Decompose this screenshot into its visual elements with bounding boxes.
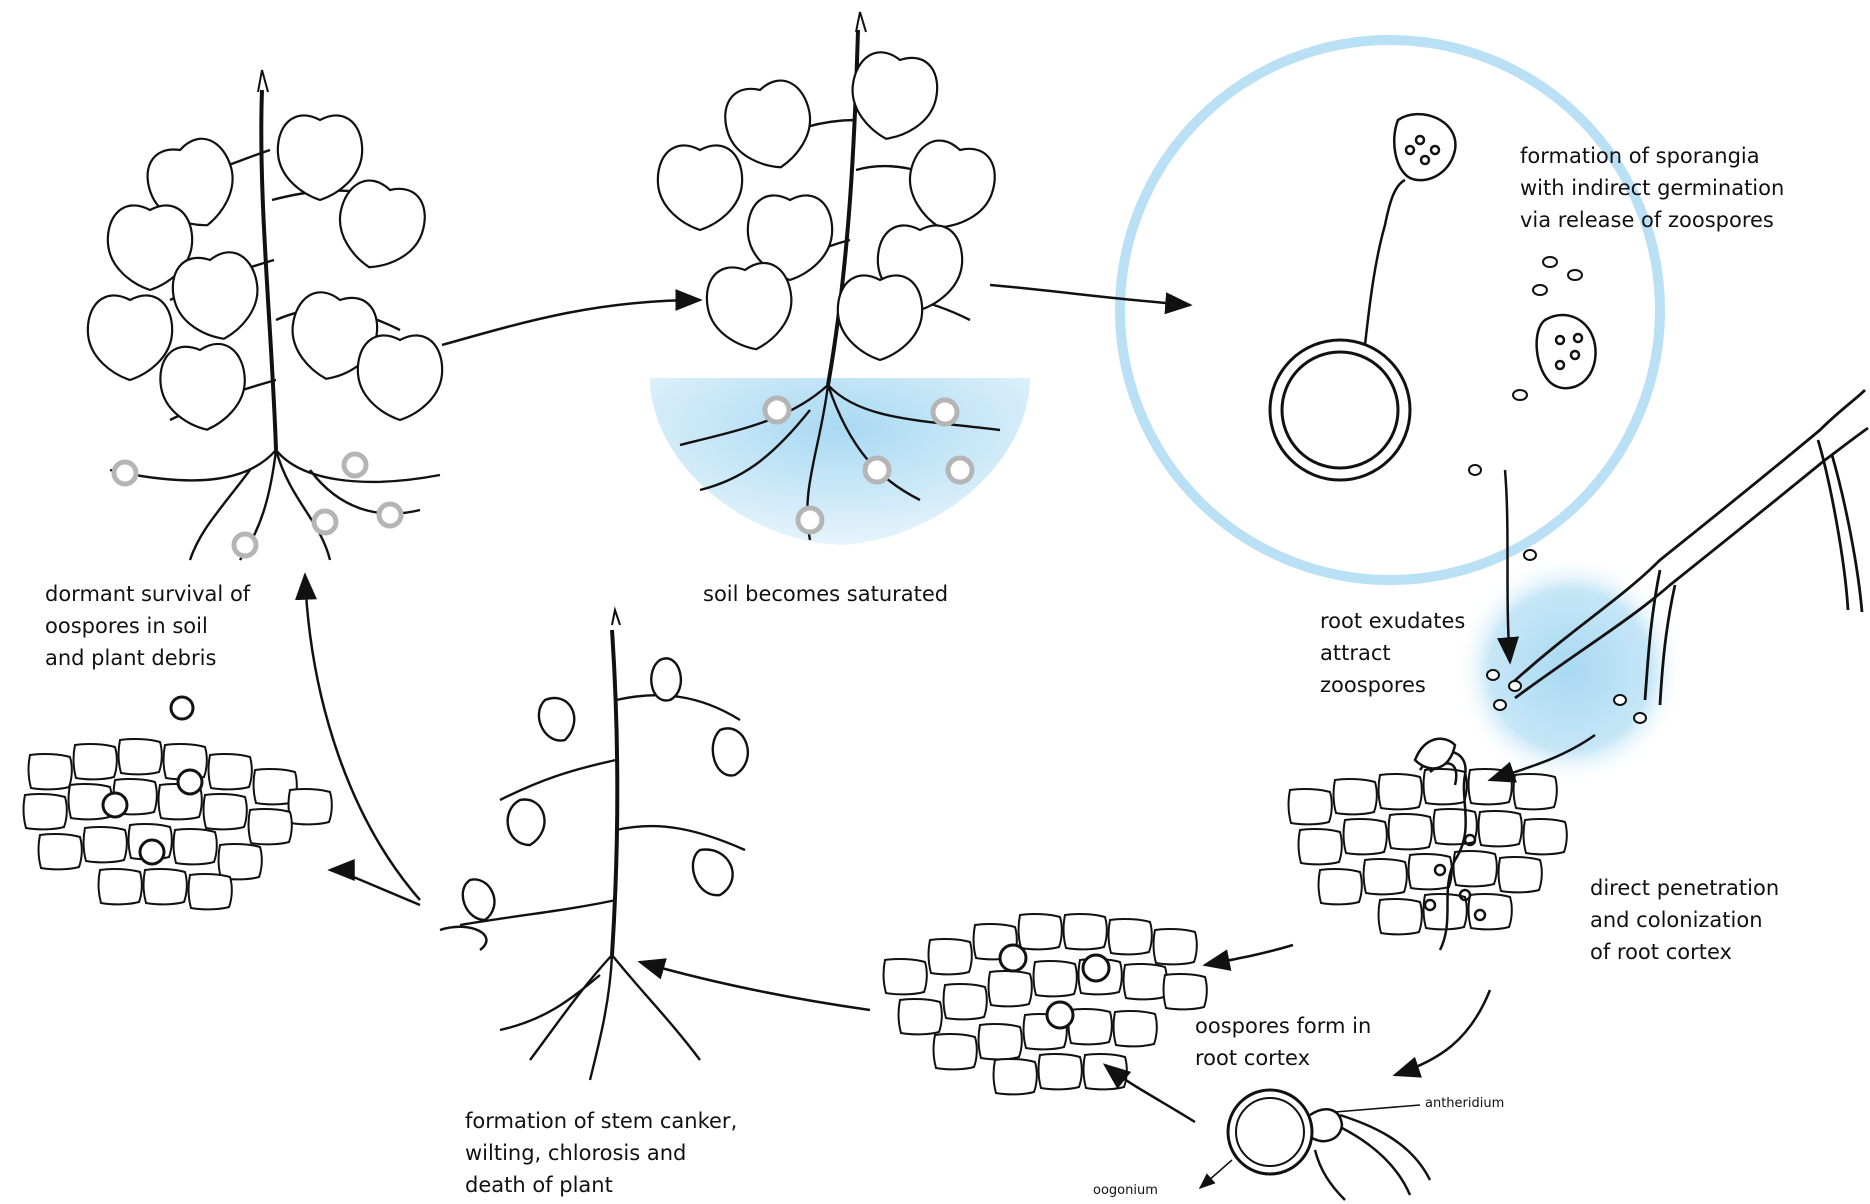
oogonium-antheridium-icon: [1200, 1090, 1430, 1200]
label-soil-saturated: soil becomes saturated: [703, 578, 948, 610]
label-sporangia-formation: formation of sporangia with indirect ger…: [1520, 140, 1784, 236]
label-antheridium: antheridium: [1425, 1096, 1504, 1112]
label-oogonium: oogonium: [1093, 1183, 1158, 1199]
label-direct-penetration: direct penetration and colonization of r…: [1590, 872, 1779, 968]
label-stem-canker: formation of stem canker, wilting, chlor…: [465, 1105, 737, 1201]
healthy-plant-icon: [88, 70, 442, 560]
sporangia-highlight-ring: [1120, 40, 1660, 580]
dormant-oospores-in-soil: [114, 454, 401, 556]
saturated-soil-area: [650, 378, 1030, 545]
cortex-with-oospores-icon: [884, 914, 1207, 1094]
soil-debris-icon: [24, 739, 332, 909]
label-dormant-survival: dormant survival of oospores in soil and…: [45, 578, 250, 674]
label-oospores-form: oospores form in root cortex: [1195, 1010, 1371, 1074]
wilted-plant-icon: [440, 610, 748, 1080]
label-root-exudates: root exudates attract zoospores: [1320, 605, 1465, 701]
